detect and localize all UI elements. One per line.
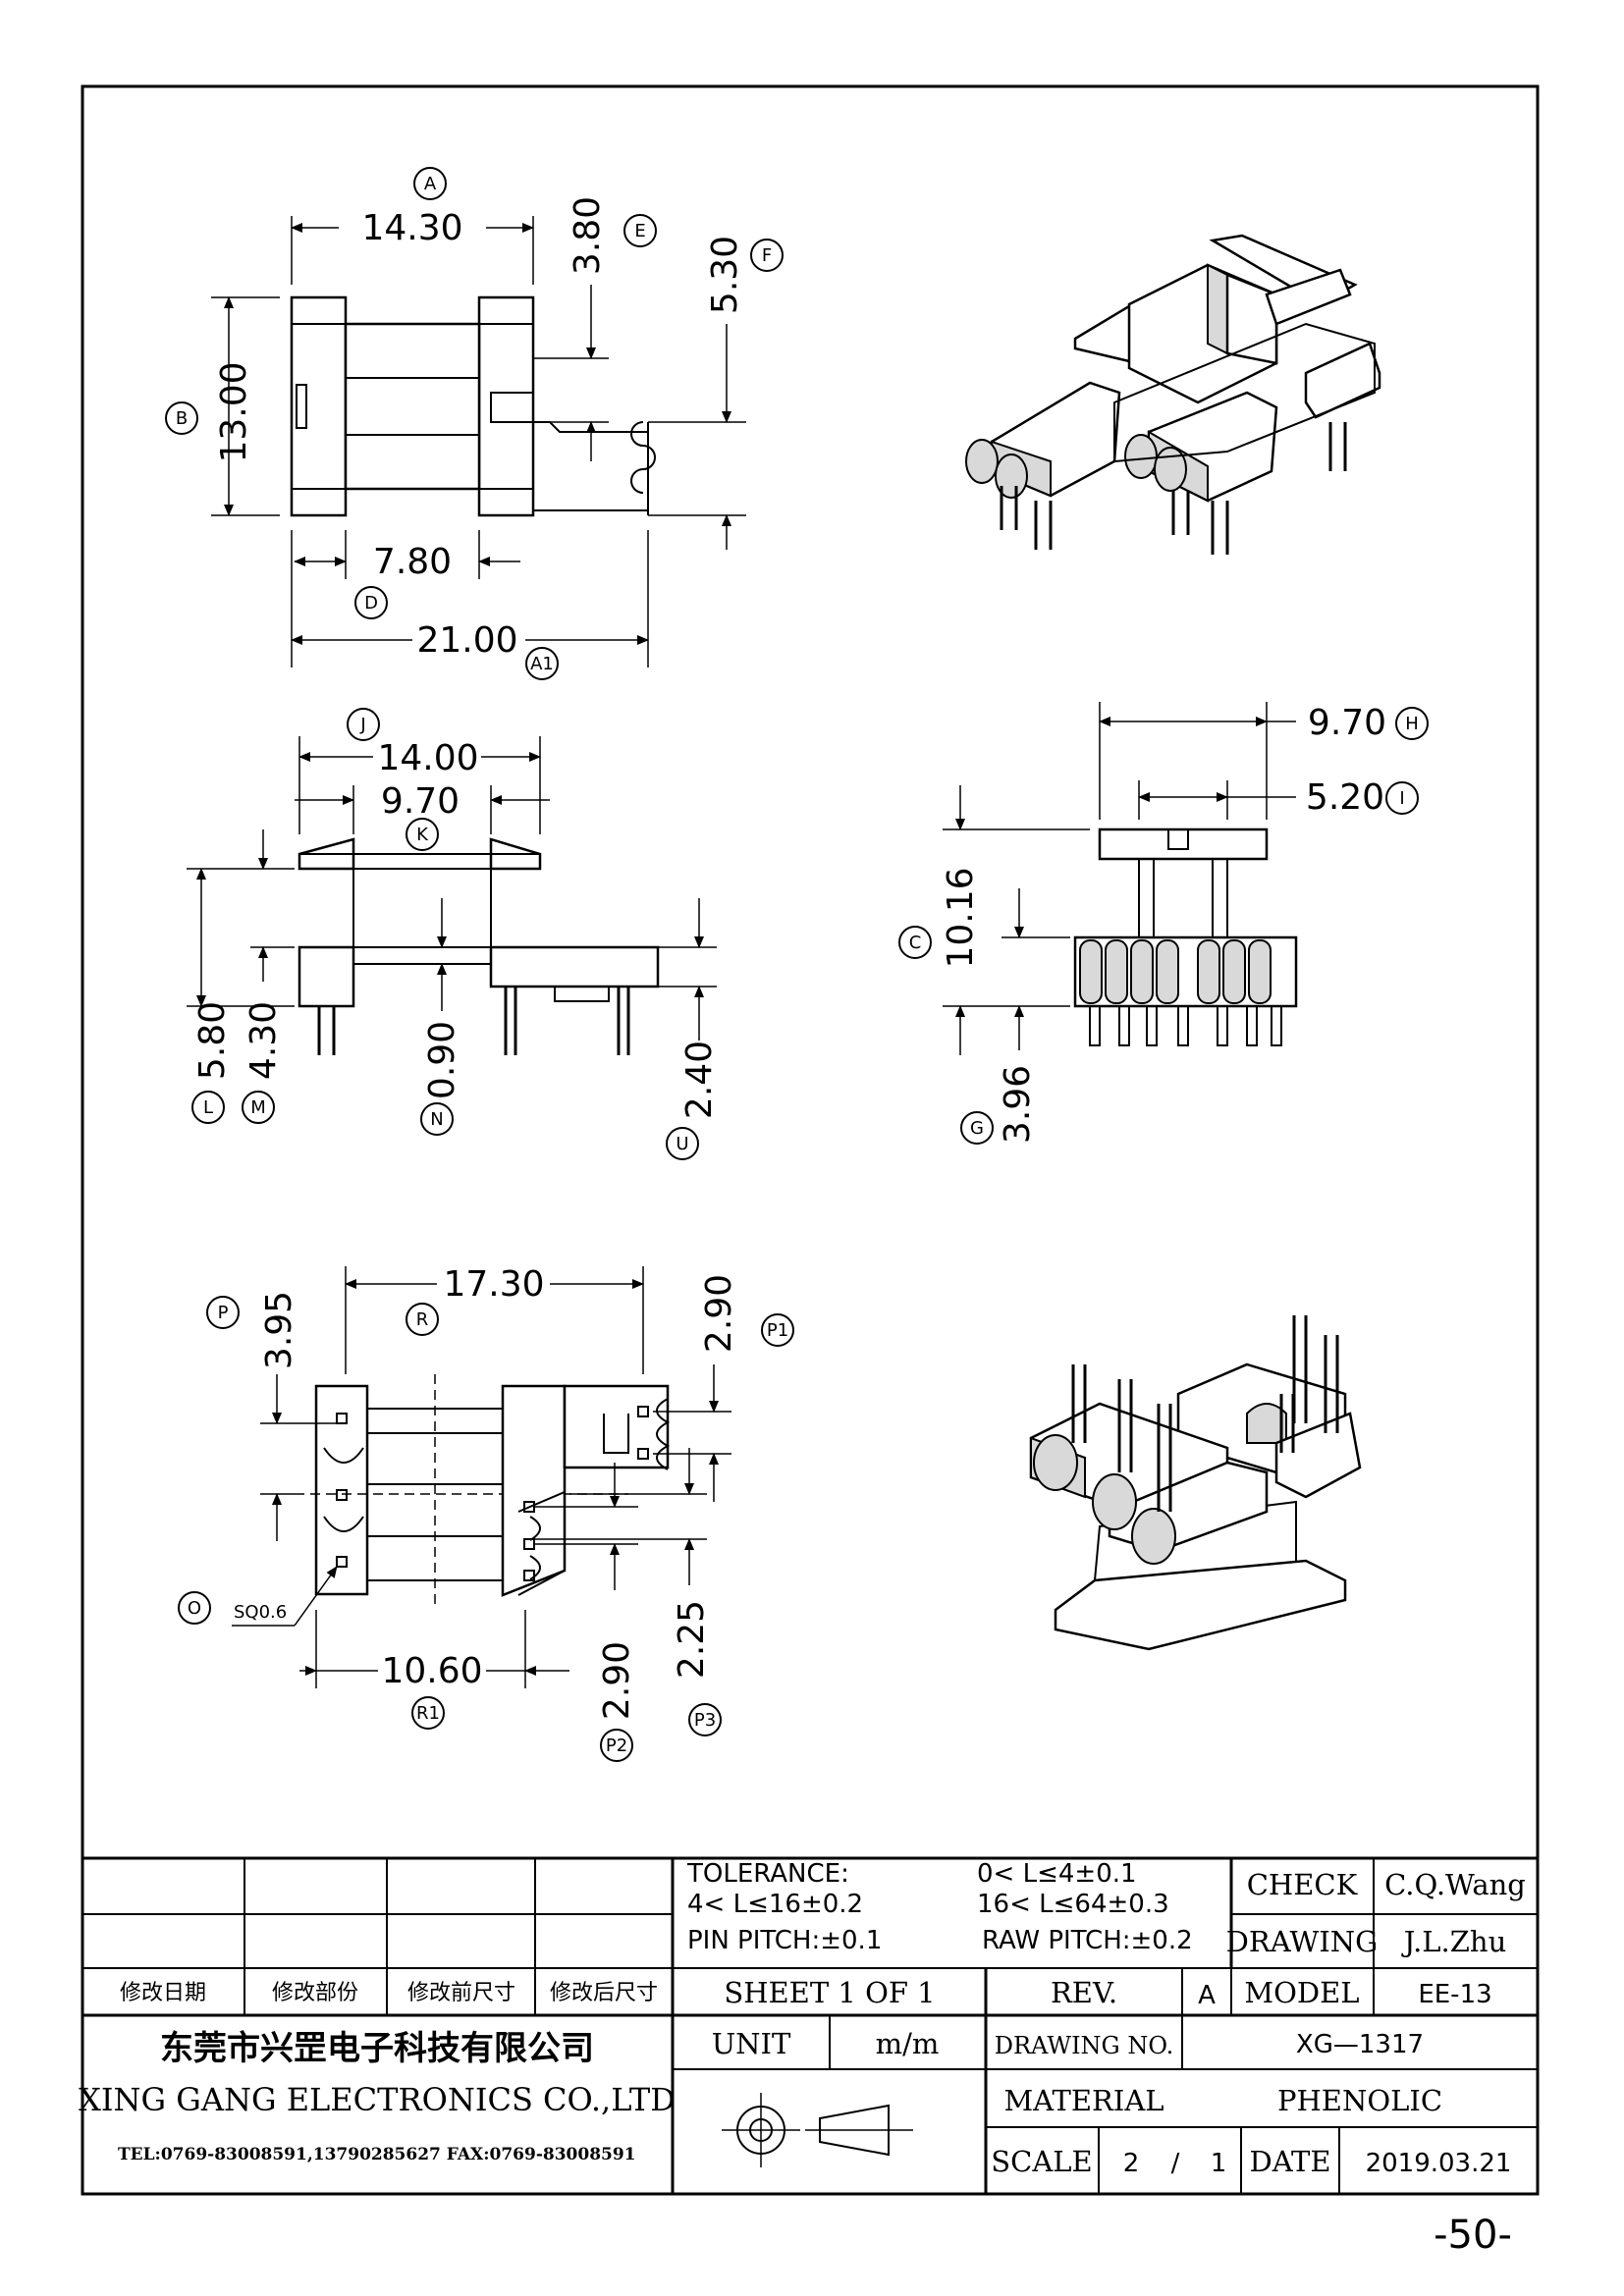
title-block: TOLERANCE: 0< L≤4±0.1 4< L≤16±0.2 16< L≤… (79, 1856, 1538, 2194)
isometric-view-top (965, 234, 1381, 555)
pin-pitch: PIN PITCH:±0.1 (687, 1926, 882, 1955)
company-contact: TEL:0769-83008591,13790285627 FAX:0769-8… (118, 2145, 636, 2164)
dim-D-value: 7.80 (373, 542, 452, 582)
dim-A1-value: 21.00 (416, 620, 517, 661)
dim-G-value: 3.96 (998, 1065, 1038, 1144)
unit-value: m/m (876, 2027, 940, 2060)
rev-value: A (1198, 1981, 1216, 2010)
dim-P3-tag: P3 (694, 1710, 716, 1731)
date-label: DATE (1249, 2145, 1330, 2178)
isometric-view-bottom (1029, 1315, 1362, 1651)
dim-L-value: 5.80 (192, 1001, 233, 1080)
tolerance-range-2: 4< L≤16±0.2 (687, 1890, 863, 1919)
rev-label: REV. (1051, 1976, 1117, 2009)
check-value: C.Q.Wang (1384, 1868, 1526, 1901)
dim-F-tag: F (762, 245, 772, 266)
dim-A-tag: A (424, 174, 437, 194)
dim-U-value: 2.40 (679, 1041, 720, 1119)
dim-R1-value: 10.60 (381, 1651, 482, 1691)
raw-pitch: RAW PITCH:±0.2 (982, 1926, 1193, 1955)
drawing-number-label: DRAWING NO. (995, 2032, 1174, 2059)
scale-denominator: 1 (1211, 2149, 1227, 2178)
dim-A1-tag: A1 (530, 654, 554, 674)
dim-H-tag: H (1405, 714, 1419, 734)
drawing-number-value: XG—1317 (1296, 2030, 1424, 2059)
front-view: 9.70 H 5.20 I 10.16 C 3.96 G (898, 702, 1429, 1145)
dim-E-tag: E (634, 221, 645, 241)
dim-M-tag: M (250, 1097, 266, 1118)
dim-K-value: 9.70 (381, 781, 460, 822)
dim-N-value: 0.90 (422, 1021, 462, 1099)
drawing-frame (81, 84, 1540, 2196)
revision-column-date: 修改日期 (120, 1981, 206, 2005)
dim-N-tag: N (430, 1109, 443, 1130)
dim-B-value: 13.00 (214, 361, 254, 462)
dim-O-value: SQ0.6 (234, 1602, 287, 1623)
dim-A-value: 14.30 (361, 208, 462, 248)
scale-numerator: 2 (1123, 2149, 1140, 2178)
sheet-count: SHEET 1 OF 1 (724, 1976, 935, 2009)
dim-R-value: 17.30 (443, 1264, 544, 1305)
dim-J-value: 14.00 (377, 738, 478, 778)
bottom-view: 17.30 R 3.95 P 2.90 P1 SQ0.6 O 10.60 R1 (178, 1264, 794, 1762)
dim-I-tag: I (1399, 788, 1404, 809)
tolerance-range-3: 16< L≤64±0.3 (977, 1890, 1169, 1919)
revision-column-after: 修改后尺寸 (550, 1981, 658, 2005)
dim-G-tag: G (970, 1118, 984, 1139)
unit-label: UNIT (712, 2027, 791, 2060)
dim-P1-tag: P1 (767, 1320, 788, 1341)
material-label: MATERIAL (1003, 2084, 1164, 2117)
company-name-english: XING GANG ELECTRONICS CO.,LTD (79, 2081, 676, 2118)
dim-H-value: 9.70 (1308, 703, 1386, 743)
model-value: EE-13 (1418, 1980, 1491, 2009)
dim-M-value: 4.30 (244, 1001, 284, 1080)
date-value: 2019.03.21 (1366, 2149, 1512, 2178)
dim-P1-value: 2.90 (699, 1274, 739, 1353)
dim-R-tag: R (416, 1309, 429, 1330)
model-label: MODEL (1244, 1976, 1359, 2009)
tolerance-range-1: 0< L≤4±0.1 (977, 1859, 1137, 1889)
tolerance-label: TOLERANCE: (686, 1859, 849, 1889)
dim-P-value: 3.95 (259, 1291, 299, 1369)
drawing-value: J.L.Zhu (1401, 1925, 1507, 1958)
dim-P-tag: P (218, 1303, 229, 1323)
scale-separator: / (1171, 2149, 1180, 2178)
dim-I-value: 5.20 (1306, 777, 1384, 818)
dim-R1-tag: R1 (416, 1703, 440, 1724)
dim-P2-value: 2.90 (597, 1641, 637, 1720)
dim-P3-value: 2.25 (672, 1600, 712, 1679)
dim-D-tag: D (364, 593, 378, 614)
scale-label: SCALE (991, 2145, 1092, 2178)
revision-column-part: 修改部份 (272, 1981, 358, 2005)
material-value: PHENOLIC (1277, 2084, 1442, 2117)
page-number: -50- (1434, 2213, 1512, 2258)
top-view: 14.30 A 13.00 B 3.80 E 5.30 F 7.80 D (165, 167, 784, 680)
dim-U-tag: U (676, 1134, 688, 1154)
dim-C-tag: C (909, 933, 922, 953)
dim-K-tag: K (416, 825, 429, 845)
dim-P2-tag: P2 (606, 1735, 627, 1756)
dim-B-tag: B (176, 408, 188, 429)
dim-J-tag: J (359, 715, 365, 735)
dim-F-value: 5.30 (705, 236, 745, 314)
check-label: CHECK (1247, 1868, 1359, 1901)
dim-E-value: 3.80 (568, 196, 608, 275)
revision-column-before: 修改前尺寸 (407, 1981, 515, 2005)
company-name-chinese: 东莞市兴罡电子科技有限公司 (160, 2029, 594, 2068)
drawing-label: DRAWING (1226, 1925, 1379, 1958)
projection-symbol-icon (722, 2093, 913, 2167)
side-view: 14.00 J 9.70 K 5.80 L 4.30 M 0.90 N 2.40 (187, 708, 720, 1160)
dim-C-value: 10.16 (941, 867, 981, 968)
dim-L-tag: L (203, 1097, 213, 1118)
dim-O-tag: O (188, 1598, 201, 1619)
